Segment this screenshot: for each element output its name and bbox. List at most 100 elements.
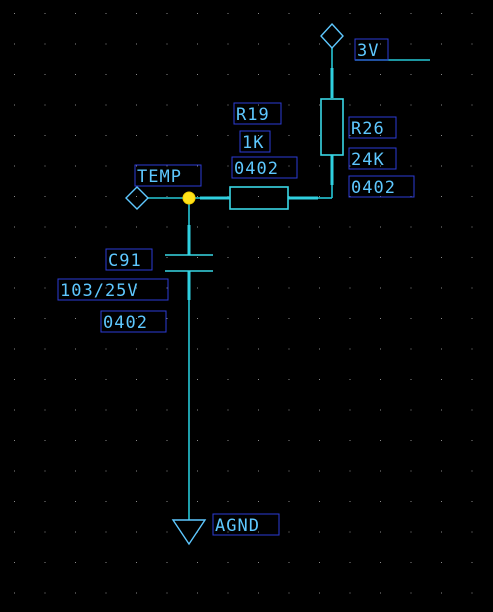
grid-dot	[44, 287, 46, 289]
grid-dot	[105, 501, 107, 502]
grid-dot	[349, 165, 351, 167]
grid-dot	[288, 531, 290, 533]
grid-dot	[349, 348, 351, 350]
grid-dot	[288, 348, 290, 350]
grid-dot	[319, 196, 320, 197]
grid-dot	[319, 501, 320, 502]
grid-dot	[197, 287, 198, 289]
grid-dot	[441, 531, 442, 533]
grid-dot	[319, 409, 320, 411]
grid-dot	[166, 318, 168, 319]
grid-dot	[227, 287, 229, 289]
r26-package-box	[348, 175, 415, 198]
grid-dot	[410, 592, 412, 594]
r26-ref-label: R26	[351, 119, 385, 139]
grid-dot	[349, 379, 351, 380]
grid-dot	[75, 257, 76, 258]
grid-dot	[44, 318, 46, 319]
grid-dot	[14, 440, 15, 441]
junction-dot[interactable]	[182, 191, 196, 205]
grid-dot	[75, 379, 76, 380]
grid-dot	[471, 104, 473, 106]
grid-dot	[75, 74, 76, 75]
grid-dot	[227, 257, 229, 258]
ground-label-box	[212, 513, 280, 536]
ground-symbol-icon[interactable]	[171, 519, 207, 546]
grid-dot	[14, 592, 15, 594]
grid-dot	[349, 287, 351, 289]
grid-dot	[227, 318, 229, 319]
grid-dot	[380, 348, 381, 350]
grid-dot	[197, 379, 198, 380]
r19-value-label: 1K	[242, 133, 264, 153]
grid-dot	[197, 592, 198, 594]
grid-dot	[166, 348, 168, 350]
grid-dot	[410, 74, 412, 75]
grid-dot	[319, 74, 320, 75]
r19-package-box	[231, 156, 298, 179]
grid-dot	[44, 409, 46, 411]
c91-package-label: 0402	[103, 313, 148, 333]
grid-dot	[471, 592, 473, 594]
r19-resistor-body[interactable]	[229, 186, 289, 210]
grid-dot	[410, 379, 412, 380]
grid-dot	[441, 287, 442, 289]
grid-dot	[441, 74, 442, 75]
grid-dot	[441, 196, 442, 197]
grid-dot	[105, 287, 107, 289]
grid-dot	[105, 348, 107, 350]
grid-dot	[105, 135, 107, 136]
r26-value-label: 24K	[351, 150, 385, 170]
grid-dot	[197, 165, 198, 167]
grid-dot	[288, 592, 290, 594]
grid-dot	[410, 501, 412, 502]
grid-dot	[288, 226, 290, 228]
temp-port-icon[interactable]	[125, 186, 149, 210]
grid-dot	[471, 440, 473, 441]
grid-dot	[288, 43, 290, 45]
grid-dot	[471, 74, 473, 75]
grid-dot	[471, 562, 473, 563]
grid-dot	[471, 531, 473, 533]
grid-dot	[471, 196, 473, 197]
grid-dot	[136, 13, 137, 14]
grid-dot	[380, 562, 381, 563]
grid-dot	[227, 409, 229, 411]
grid-dot	[44, 165, 46, 167]
grid-dot	[75, 501, 76, 502]
grid-dot	[105, 440, 107, 441]
grid-dot	[75, 135, 76, 136]
grid-dot	[14, 470, 15, 472]
grid-dot	[166, 135, 168, 136]
grid-dot	[197, 257, 198, 258]
grid-dot	[105, 409, 107, 411]
grid-dot	[14, 74, 15, 75]
grid-dot	[319, 318, 320, 319]
grid-dot	[349, 470, 351, 472]
grid-dot	[258, 257, 259, 258]
grid-dot	[380, 165, 381, 167]
grid-dot	[14, 287, 15, 289]
grid-dot	[136, 409, 137, 411]
grid-dot	[166, 196, 168, 197]
grid-dot	[288, 13, 290, 14]
grid-dot	[471, 135, 473, 136]
grid-dot	[410, 409, 412, 411]
grid-dot	[349, 43, 351, 45]
grid-dot	[349, 592, 351, 594]
grid-dot	[105, 592, 107, 594]
supply-port-icon[interactable]	[320, 22, 344, 50]
grid-dot	[44, 257, 46, 258]
grid-dot	[136, 43, 137, 45]
grid-dot	[471, 13, 473, 14]
grid-dot	[227, 135, 229, 136]
grid-dot	[75, 440, 76, 441]
grid-dot	[136, 196, 137, 197]
grid-dot	[288, 562, 290, 563]
r26-resistor-body[interactable]	[320, 98, 344, 156]
grid-dot	[105, 74, 107, 75]
grid-dot	[166, 440, 168, 441]
grid-dot	[136, 562, 137, 563]
grid-dot	[44, 440, 46, 441]
grid-dot	[75, 287, 76, 289]
